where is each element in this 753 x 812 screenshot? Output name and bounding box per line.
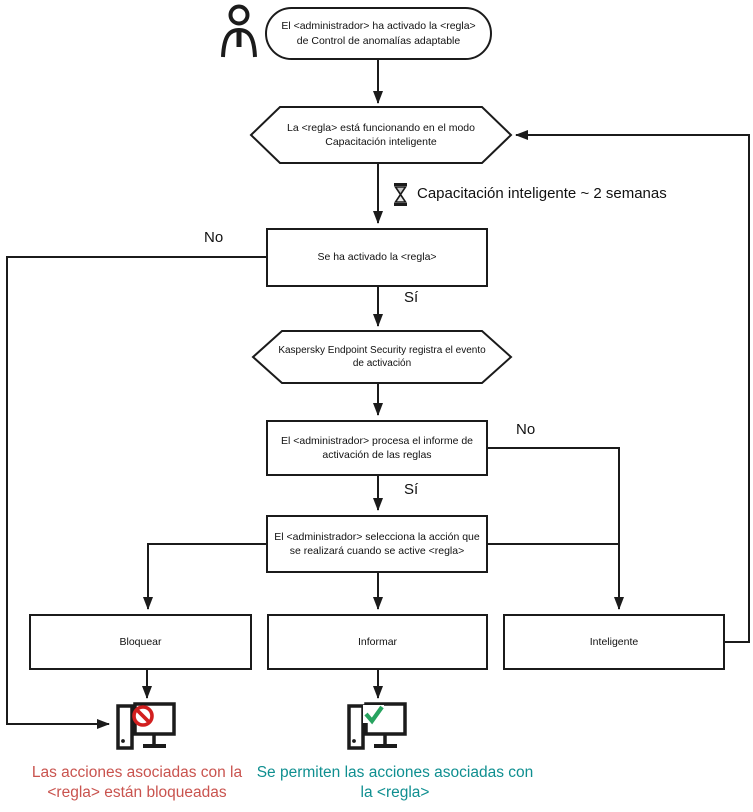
computer-allowed-icon	[347, 702, 407, 750]
connector-no-loop-left	[6, 256, 266, 729]
event-hexagon: Kaspersky Endpoint Security registra el …	[252, 331, 512, 383]
start-node: El <administrador> ha activado la <regla…	[265, 7, 492, 60]
edge-label-yes-2: Sí	[404, 481, 419, 498]
event-hexagon-text: Kaspersky Endpoint Security registra el …	[278, 344, 486, 370]
select-action-node: El <administrador> selecciona la acción …	[266, 515, 488, 573]
edge-label-yes-1: Sí	[404, 289, 419, 306]
start-node-text: El <administrador> ha activado la <regla…	[281, 20, 476, 47]
edge-label-no-2: No	[516, 421, 536, 438]
outcome-blocked-text: Las acciones asociadas con la <regla> es…	[31, 764, 243, 802]
connector-report-no-to-smart	[488, 447, 624, 610]
training-duration-label: Capacitación inteligente ~ 2 semanas	[417, 185, 667, 202]
process-report-node: El <administrador> procesa el informe de…	[266, 420, 488, 476]
event-hexagon-shape	[251, 330, 513, 384]
computer-blocked-icon	[116, 702, 176, 750]
action-smart-label: Inteligente	[589, 635, 639, 648]
outcome-allowed-text: Se permiten las acciones asociadas con l…	[256, 764, 534, 802]
rule-triggered-text: Se ha activado la <regla>	[317, 251, 437, 264]
action-block-node: Bloquear	[29, 614, 252, 670]
mode-hexagon-shape	[249, 106, 513, 164]
hourglass-icon	[394, 183, 407, 206]
connector-select-to-block	[143, 543, 266, 610]
edge-label-no-1: No	[204, 229, 224, 246]
action-inform-node: Informar	[267, 614, 488, 670]
mode-hexagon: La <regla> está funcionando en el modo C…	[256, 107, 506, 163]
select-action-text: El <administrador> selecciona la acción …	[274, 530, 480, 557]
action-block-label: Bloquear	[119, 635, 162, 648]
connector-smart-loop-back	[515, 130, 750, 643]
admin-person-icon	[221, 4, 257, 58]
rule-triggered-node: Se ha activado la <regla>	[266, 228, 488, 287]
process-report-text: El <administrador> procesa el informe de…	[280, 434, 473, 461]
mode-hexagon-text: La <regla> está funcionando en el modo C…	[287, 121, 475, 148]
action-inform-label: Informar	[357, 635, 398, 648]
action-smart-node: Inteligente	[503, 614, 725, 670]
